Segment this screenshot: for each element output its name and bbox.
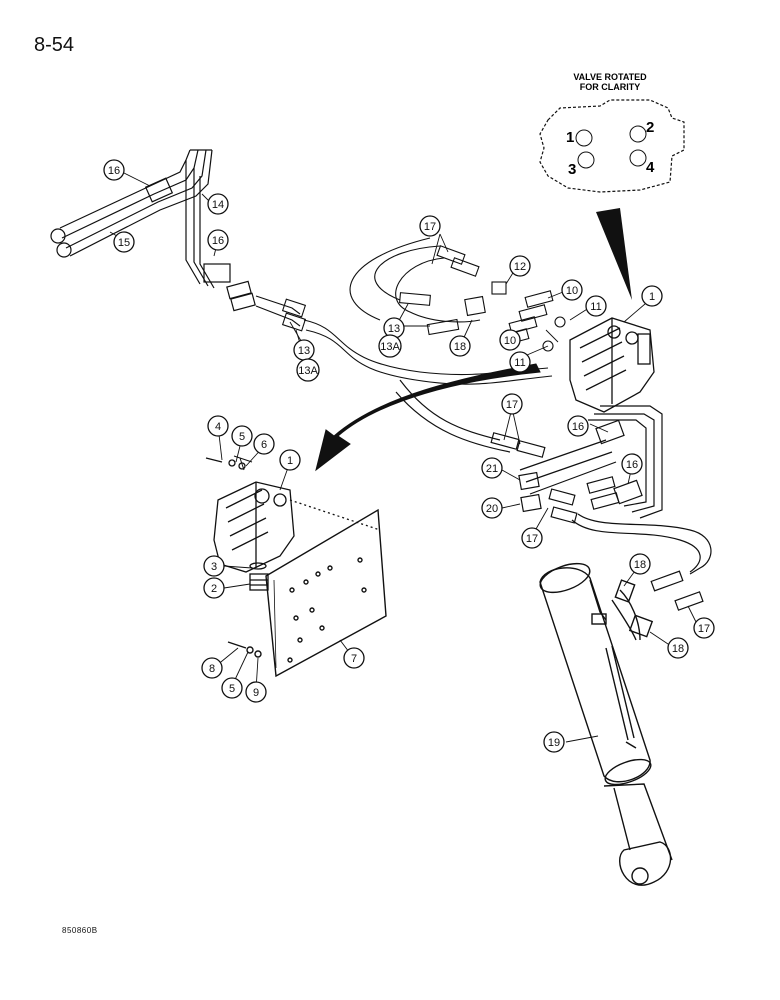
- svg-text:10: 10: [566, 285, 578, 297]
- svg-text:15: 15: [118, 237, 130, 249]
- svg-text:2: 2: [211, 583, 217, 595]
- callout-13A-a: 13A: [378, 334, 402, 358]
- callout-3: 3: [203, 555, 225, 577]
- inset-port-4: [629, 149, 647, 167]
- callout-16-b: 16: [207, 229, 229, 251]
- callout-17-b: 17: [501, 393, 523, 415]
- svg-text:14: 14: [212, 199, 224, 211]
- upper-left-tubes: [50, 149, 256, 312]
- inset-port-label-3: 3: [568, 161, 576, 178]
- svg-text:3: 3: [211, 561, 217, 573]
- inset-caption-line2: FOR CLARITY: [580, 82, 641, 92]
- svg-text:16: 16: [626, 459, 638, 471]
- callout-2: 2: [203, 577, 225, 599]
- svg-text:6: 6: [261, 439, 267, 451]
- lower-valve-assembly: [205, 455, 381, 591]
- svg-text:1: 1: [287, 455, 293, 467]
- svg-text:13: 13: [298, 345, 310, 357]
- svg-text:19: 19: [548, 737, 560, 749]
- svg-text:13A: 13A: [298, 365, 318, 377]
- svg-text:16: 16: [572, 421, 584, 433]
- svg-text:13: 13: [388, 323, 400, 335]
- callout-5-b: 5: [221, 677, 243, 699]
- callout-17-d: 17: [693, 617, 715, 639]
- callout-17-c: 17: [521, 527, 543, 549]
- svg-text:18: 18: [634, 559, 646, 571]
- svg-text:17: 17: [506, 399, 518, 411]
- svg-text:12: 12: [514, 261, 526, 273]
- callout-17-a: 17: [419, 215, 441, 237]
- inset-port-label-1: 1: [566, 129, 574, 146]
- valve-inset: VALVE ROTATED FOR CLARITY 1 2 3 4: [539, 72, 685, 300]
- callout-5-a: 5: [231, 425, 253, 447]
- inset-valve-outline: [539, 99, 685, 193]
- callout-16-d: 16: [621, 453, 643, 475]
- callout-1-b: 1: [279, 449, 301, 471]
- hydraulic-cylinder: [539, 562, 673, 886]
- svg-text:18: 18: [672, 643, 684, 655]
- control-valve-upper: [569, 317, 655, 413]
- svg-text:1: 1: [649, 291, 655, 303]
- callout-21: 21: [481, 457, 503, 479]
- svg-text:21: 21: [486, 463, 498, 475]
- svg-text:13A: 13A: [380, 341, 400, 353]
- callout-16-a: 16: [103, 159, 125, 181]
- callout-8: 8: [201, 657, 223, 679]
- callout-14: 14: [207, 193, 229, 215]
- leader-lines: [109, 171, 699, 743]
- callout-13A-b: 13A: [296, 358, 320, 382]
- explode-arrow: [315, 363, 541, 472]
- callout-15: 15: [113, 231, 135, 253]
- figure-code: 850860B: [62, 926, 98, 935]
- callout-16-c: 16: [567, 415, 589, 437]
- svg-text:18: 18: [454, 341, 466, 353]
- svg-text:16: 16: [108, 165, 120, 177]
- svg-text:8: 8: [209, 663, 215, 675]
- callout-19: 19: [543, 731, 565, 753]
- callout-18-b: 18: [629, 553, 651, 575]
- svg-text:16: 16: [212, 235, 224, 247]
- svg-text:5: 5: [239, 431, 245, 443]
- svg-text:17: 17: [526, 533, 538, 545]
- upper-hoses: [255, 237, 566, 385]
- svg-text:9: 9: [253, 687, 259, 699]
- svg-text:11: 11: [590, 301, 601, 313]
- svg-text:20: 20: [486, 503, 498, 515]
- svg-text:7: 7: [351, 653, 357, 665]
- inset-port-label-4: 4: [646, 159, 655, 176]
- page-number: 8-54: [34, 34, 75, 56]
- inset-port-3: [577, 151, 595, 169]
- inset-port-label-2: 2: [646, 119, 654, 136]
- mounting-plate: [227, 508, 387, 678]
- callout-11-b: 11: [509, 351, 531, 373]
- callout-10-a: 10: [561, 279, 583, 301]
- callout-9: 9: [245, 681, 267, 703]
- inset-pointer-wedge: [596, 208, 632, 300]
- callout-18-c: 18: [667, 637, 689, 659]
- callout-4: 4: [207, 415, 229, 437]
- svg-text:5: 5: [229, 683, 235, 695]
- callout-12: 12: [509, 255, 531, 277]
- callout-1-a: 1: [641, 285, 663, 307]
- inset-caption-line1: VALVE ROTATED: [573, 72, 647, 82]
- callout-20: 20: [481, 497, 503, 519]
- callout-6: 6: [253, 433, 275, 455]
- callout-13-a: 13: [383, 317, 405, 339]
- inset-port-1: [575, 129, 593, 147]
- svg-text:4: 4: [215, 421, 221, 433]
- svg-text:17: 17: [698, 623, 710, 635]
- callout-7: 7: [343, 647, 365, 669]
- svg-text:17: 17: [424, 221, 436, 233]
- callouts: 16 14 15 16 17 12 10 11 1 13 13A 18 10 1…: [103, 159, 715, 753]
- right-tubes: [395, 379, 712, 611]
- callout-18-a: 18: [449, 335, 471, 357]
- svg-text:11: 11: [514, 357, 525, 369]
- callout-13-b: 13: [293, 339, 315, 361]
- callout-11-a: 11: [585, 295, 607, 317]
- callout-10-b: 10: [499, 329, 521, 351]
- svg-text:10: 10: [504, 335, 516, 347]
- inset-port-2: [629, 125, 647, 143]
